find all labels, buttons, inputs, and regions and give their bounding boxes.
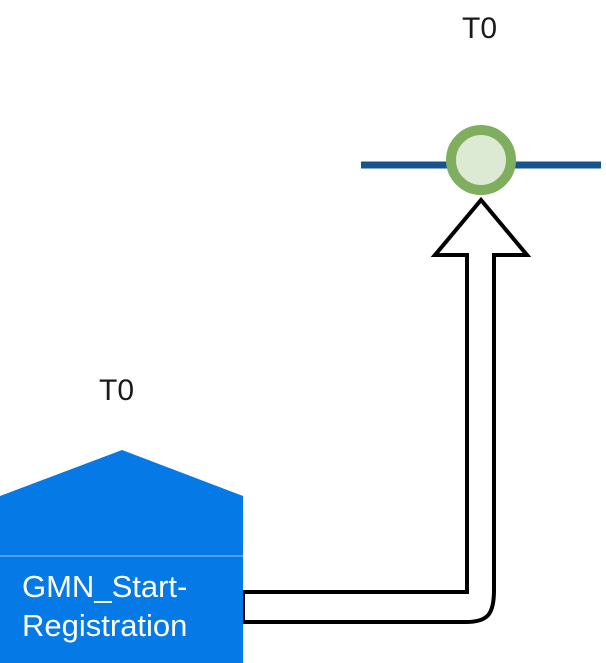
time-label-start-node: T0	[99, 374, 135, 407]
start-node-label-line-1: GMN_Start-	[22, 569, 188, 604]
flow-arrow-shape[interactable]	[241, 196, 532, 624]
time-label-milestone: T0	[462, 12, 498, 45]
start-node-label: GMN_Start- Registration	[22, 567, 238, 645]
start-node-label-line-2: Registration	[22, 608, 188, 643]
milestone-circle[interactable]	[446, 125, 516, 195]
